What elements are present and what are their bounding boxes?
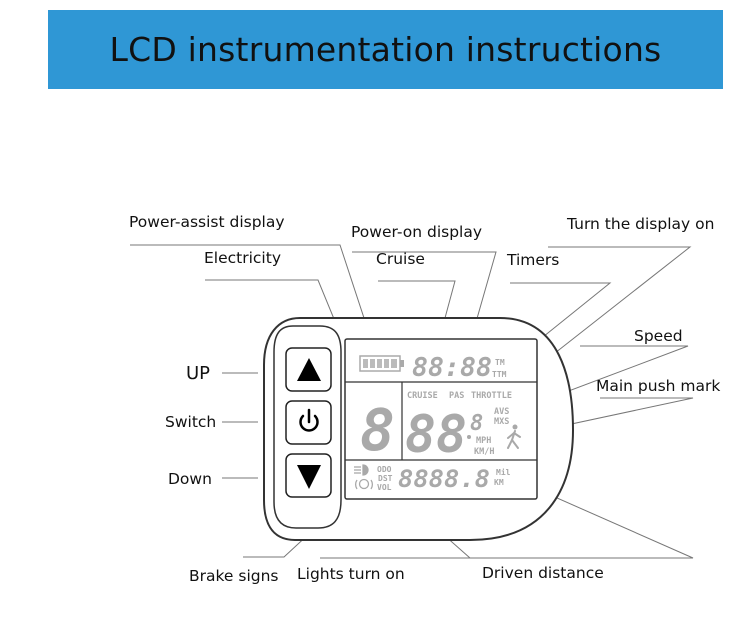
power-icon [299, 408, 319, 432]
label-main-push-mark: Main push mark [596, 377, 721, 395]
label-lights-turn-on: Lights turn on [297, 565, 405, 583]
label-up: UP [186, 363, 211, 384]
walk-mode-icon [507, 424, 521, 449]
page-title: LCD instrumentation instructions [109, 30, 662, 69]
speed-decimal-digit: 8 [470, 411, 483, 436]
label-electricity: Electricity [204, 249, 281, 267]
timer-digits: 88:88 [412, 353, 492, 383]
brake-icon [355, 478, 373, 490]
mode-pas: PAS [449, 391, 464, 401]
mode-cruise: CRUISE [407, 391, 438, 401]
distance-unit-mil: Mil [496, 467, 511, 477]
assist-level-digit: 8 [360, 396, 395, 464]
label-power-assist-display: Power-assist display [129, 213, 285, 231]
power-switch-button[interactable] [285, 400, 332, 445]
label-switch: Switch [165, 413, 217, 431]
speed-unit-kmh: KM/H [474, 447, 494, 457]
down-arrow-icon [297, 465, 321, 489]
speed-decimal-point [467, 435, 471, 439]
label-turn-display-on: Turn the display on [567, 215, 715, 233]
speed-avs: AVS [494, 407, 509, 417]
label-brake-signs: Brake signs [189, 567, 279, 585]
timer-unit-ttm: TTM [492, 370, 507, 379]
speed-digits: 88 [405, 405, 467, 465]
up-button[interactable] [285, 347, 332, 392]
label-down: Down [168, 470, 212, 488]
mode-throttle: THROTTLE [471, 391, 512, 401]
label-driven-distance: Driven distance [482, 564, 604, 582]
label-speed: Speed [634, 327, 683, 345]
up-arrow-icon [297, 358, 321, 381]
headlight-icon [354, 464, 369, 476]
vol-label: VOL [377, 483, 392, 492]
speed-unit-mph: MPH [476, 436, 491, 446]
label-power-on-display: Power-on display [351, 223, 483, 241]
timer-unit-tm: TM [495, 358, 505, 367]
speed-mxs: MXS [494, 417, 509, 427]
down-button[interactable] [285, 453, 332, 498]
label-cruise: Cruise [376, 250, 425, 268]
odo-label: ODO [377, 465, 392, 474]
title-banner: LCD instrumentation instructions [48, 10, 723, 89]
dst-label: DST [378, 474, 393, 483]
distance-digits: 8888.8 [398, 465, 490, 493]
lcd-screen-outline [344, 338, 538, 500]
battery-icon [359, 355, 404, 372]
label-timers: Timers [507, 251, 560, 269]
distance-unit-km: KM [494, 478, 504, 487]
